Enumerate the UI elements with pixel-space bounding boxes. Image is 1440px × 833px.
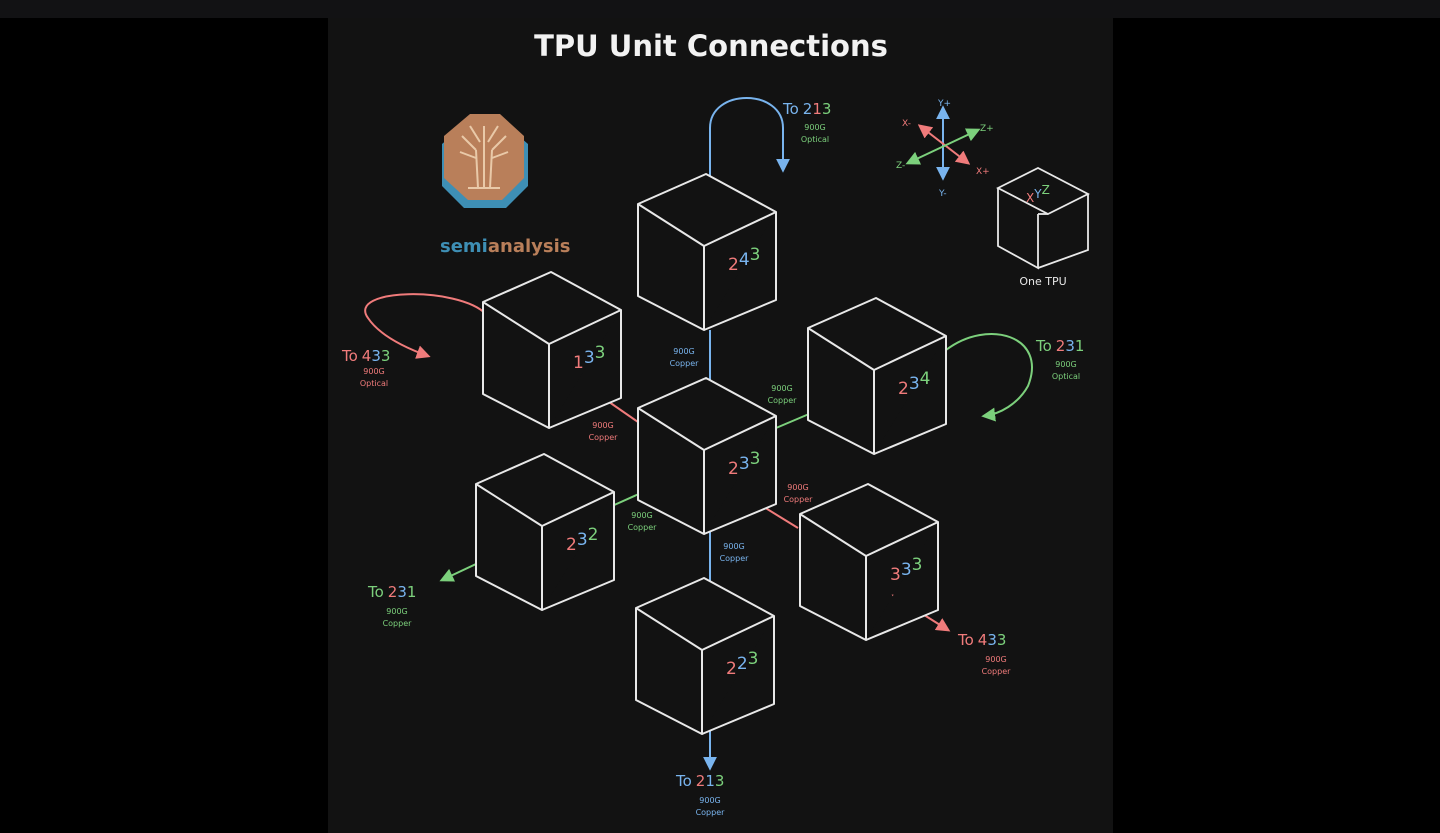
tpu-cube-coord-y: 4 — [739, 250, 750, 270]
tpu-cube-coord-y: 2 — [737, 654, 748, 674]
tpu-cube-234: 234 — [807, 297, 947, 455]
slide: TPU Unit Connections semianalysis Y+ Y- … — [328, 18, 1113, 833]
tpu-cube-coord-y: 3 — [584, 348, 595, 368]
legend-cube — [996, 166, 1090, 270]
semianalysis-logo: semianalysis — [440, 114, 570, 257]
label-right-lower-speed: 900G — [985, 655, 1006, 664]
tpu-cube-232: 232 — [475, 453, 615, 611]
legend-caption: One TPU — [1019, 275, 1066, 288]
tpu-cube-coord-z: 2 — [588, 525, 599, 545]
tpu-cube-233: 233 — [637, 377, 777, 535]
y-plus-label: Y+ — [937, 99, 951, 109]
window-top-bar — [0, 0, 1440, 18]
label-right-medium: Optical — [1052, 372, 1080, 381]
label-333-233-medium: Copper — [784, 495, 814, 504]
label-233-223-speed: 900G — [723, 542, 744, 551]
label-333-233-speed: 900G — [787, 483, 808, 492]
label-left-medium: Optical — [360, 379, 388, 388]
tpu-cube-coord-z: 3 — [748, 649, 759, 669]
tpu-cube-coord-y: 3 — [909, 374, 920, 394]
tpu-cube-coord-y: 3 — [901, 560, 912, 580]
svg-text:semianalysis: semianalysis — [440, 236, 570, 257]
label-133-233-medium: Copper — [589, 433, 619, 442]
tpu-cube-coord-x: 2 — [728, 459, 739, 479]
semianalysis-tree-octagon-icon — [442, 114, 528, 208]
label-left-lower-medium: Copper — [383, 619, 413, 628]
tpu-cube-coord-z: 3 — [750, 245, 761, 265]
tpu-cube-label: 133 — [573, 343, 605, 373]
label-233-223-medium: Copper — [720, 554, 750, 563]
tpu-cube-coord-x: 1 — [573, 353, 584, 373]
tpu-cube-coord-x: 2 — [728, 255, 739, 275]
label-top-speed: 900G — [804, 123, 825, 132]
label-top-medium: Optical — [801, 135, 829, 144]
label-232-233-medium: Copper — [628, 523, 658, 532]
link-top-optical — [703, 97, 790, 203]
logo-word-semi: semi — [440, 236, 488, 257]
tpu-cube-243: 243 — [637, 173, 777, 331]
link-right-optical — [945, 333, 1033, 422]
tpu-cube-label: 232 — [566, 525, 598, 555]
tpu-cube-label: 243 — [728, 245, 760, 275]
label-right-speed: 900G — [1055, 360, 1076, 369]
tpu-cube-coord-y: 3 — [739, 454, 750, 474]
y-minus-label: Y- — [938, 189, 947, 199]
legend-cube-x: X — [1026, 191, 1034, 205]
tpu-cube-223: 223 — [635, 577, 775, 735]
label-233-234-speed: 900G — [771, 384, 792, 393]
legend-cube-y: Y — [1033, 187, 1042, 201]
label-bottom-speed: 900G — [699, 796, 720, 805]
label-243-233-medium: Copper — [670, 359, 700, 368]
tpu-cube-coord-z: 3 — [595, 343, 606, 363]
label-right-lower-medium: Copper — [982, 667, 1012, 676]
tpu-cube-label: 233 — [728, 449, 760, 479]
label-133-233-speed: 900G — [592, 421, 613, 430]
label-233-234-medium: Copper — [768, 396, 798, 405]
tpu-cube-333: 333 — [799, 483, 939, 641]
tpu-cube-coord-x: 2 — [898, 379, 909, 399]
label-243-233-speed: 900G — [673, 347, 694, 356]
x-plus-label: X+ — [976, 167, 990, 177]
tpu-cube-coord-y: 3 — [577, 530, 588, 550]
tpu-cube-coord-x: 3 — [890, 565, 901, 585]
tpu-cube-133: 133 — [482, 271, 622, 429]
label-left-speed: 900G — [363, 367, 384, 376]
tpu-cube-coord-x: 2 — [726, 659, 737, 679]
x-minus-label: X- — [902, 119, 911, 129]
label-left-lower-speed: 900G — [386, 607, 407, 616]
tpu-cube-label: 234 — [898, 369, 930, 399]
tpu-cube-coord-z: 3 — [912, 555, 923, 575]
label-bottom-medium: Copper — [696, 808, 726, 817]
axis-legend: Y+ Y- X- X+ Z+ Z- XYZ One TPU — [896, 99, 1090, 288]
legend-cube-z: Z — [1042, 183, 1050, 197]
z-plus-label: Z+ — [980, 124, 994, 134]
z-axis-arrow — [905, 128, 981, 165]
tpu-cube-label: 223 — [726, 649, 758, 679]
tpu-cube-coord-z: 3 — [750, 449, 761, 469]
svg-text:XYZ: XYZ — [1026, 183, 1050, 205]
link-left-optical — [364, 293, 487, 359]
tpu-cube-coord-x: 2 — [566, 535, 577, 555]
z-minus-label: Z- — [896, 161, 905, 171]
tpu-cube-coord-z: 4 — [920, 369, 931, 389]
logo-word-analysis: analysis — [488, 236, 571, 257]
label-232-233-speed: 900G — [631, 511, 652, 520]
page-title: TPU Unit Connections — [534, 29, 888, 63]
tpu-cube-label: 333 — [890, 555, 922, 585]
tpu-diagram: TPU Unit Connections semianalysis Y+ Y- … — [341, 29, 1090, 817]
